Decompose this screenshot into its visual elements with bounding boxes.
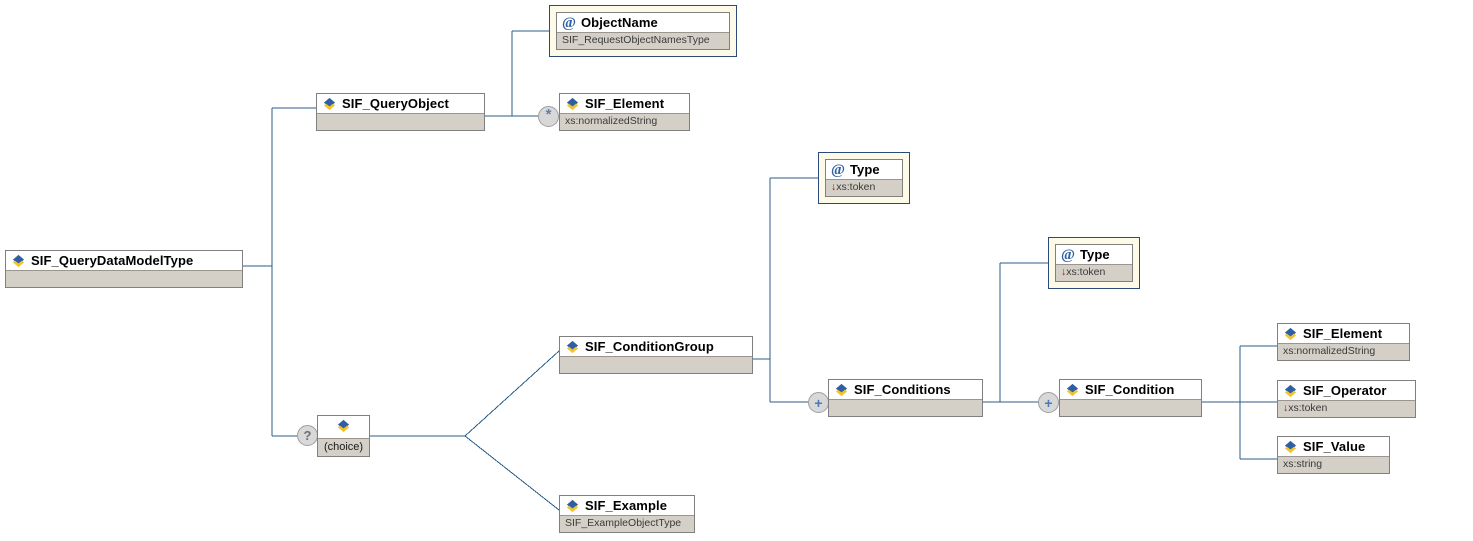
- node-sif-queryobject[interactable]: SIF_QueryObject: [316, 93, 485, 131]
- node-type-conditions-frame[interactable]: @ Type ↓xs:token: [1048, 237, 1140, 289]
- element-icon: [1284, 384, 1297, 397]
- type-text: xs:token: [1066, 266, 1106, 278]
- derived-arrow-icon: ↓: [1061, 266, 1067, 278]
- node-header: SIF_Value: [1278, 437, 1389, 456]
- node-objectname-frame[interactable]: @ ObjectName SIF_RequestObjectNamesType: [549, 5, 737, 57]
- node-type: [6, 270, 242, 287]
- element-icon: [1284, 327, 1297, 340]
- node-label: Type: [1079, 247, 1110, 262]
- node-header: SIF_Operator: [1278, 381, 1415, 400]
- node-type: SIF_RequestObjectNamesType: [557, 32, 729, 49]
- node-label: SIF_QueryObject: [342, 96, 449, 111]
- node-header: SIF_Condition: [1060, 380, 1201, 399]
- node-header: @ ObjectName: [557, 13, 729, 32]
- occurrence-marker-one-or-more: +: [1038, 392, 1059, 413]
- node-sif-querydatamodeltype[interactable]: SIF_QueryDataModelType: [5, 250, 243, 288]
- node-type: SIF_ExampleObjectType: [560, 515, 694, 532]
- type-text: xs:token: [1288, 402, 1328, 414]
- node-type: [317, 113, 484, 130]
- node-header: @ Type: [826, 160, 902, 179]
- node-type-conditions[interactable]: @ Type ↓xs:token: [1055, 244, 1133, 282]
- node-label: SIF_Value: [1303, 439, 1366, 454]
- node-header: SIF_Example: [560, 496, 694, 515]
- node-label: ObjectName: [580, 15, 658, 30]
- node-header: SIF_QueryDataModelType: [6, 251, 242, 270]
- node-sif-conditiongroup[interactable]: SIF_ConditionGroup: [559, 336, 753, 374]
- node-label: SIF_ConditionGroup: [585, 339, 714, 354]
- occurrence-marker-one-or-more: +: [808, 392, 829, 413]
- node-header: SIF_Element: [1278, 324, 1409, 343]
- element-icon: [12, 254, 25, 267]
- node-type: [560, 356, 752, 373]
- occurrence-marker-zero-or-more: *: [538, 106, 559, 127]
- derived-arrow-icon: ↓: [1283, 402, 1289, 414]
- node-label: SIF_Example: [585, 498, 668, 513]
- element-icon: [566, 97, 579, 110]
- node-header: SIF_ConditionGroup: [560, 337, 752, 356]
- node-objectname[interactable]: @ ObjectName SIF_RequestObjectNamesType: [556, 12, 730, 50]
- node-type: xs:string: [1278, 456, 1389, 473]
- element-icon: [835, 383, 848, 396]
- node-type: [1060, 399, 1201, 416]
- node-type: xs:normalizedString: [1278, 343, 1409, 360]
- node-label: SIF_Element: [585, 96, 665, 111]
- at-icon: @: [1061, 246, 1075, 263]
- node-sif-conditions[interactable]: SIF_Conditions: [828, 379, 983, 417]
- node-type: ↓xs:token: [1056, 264, 1132, 281]
- node-type: xs:normalizedString: [560, 113, 689, 130]
- element-icon: [323, 97, 336, 110]
- type-text: xs:token: [836, 181, 876, 193]
- node-label: SIF_Operator: [1303, 383, 1387, 398]
- node-type: ↓xs:token: [826, 179, 902, 196]
- node-type-conditiongroup-frame[interactable]: @ Type ↓xs:token: [818, 152, 910, 204]
- element-icon: [566, 340, 579, 353]
- element-icon: [1284, 440, 1297, 453]
- element-icon: [566, 499, 579, 512]
- node-type: [829, 399, 982, 416]
- node-label: SIF_Condition: [1085, 382, 1175, 397]
- node-sif-value[interactable]: SIF_Value xs:string: [1277, 436, 1390, 474]
- node-choice[interactable]: (choice): [317, 415, 370, 457]
- node-sif-element-condition[interactable]: SIF_Element xs:normalizedString: [1277, 323, 1410, 361]
- node-label: SIF_QueryDataModelType: [31, 253, 194, 268]
- at-icon: @: [831, 161, 845, 178]
- occurrence-marker-optional: ?: [297, 425, 318, 446]
- node-sif-operator[interactable]: SIF_Operator ↓xs:token: [1277, 380, 1416, 418]
- element-icon: [1066, 383, 1079, 396]
- node-label: SIF_Element: [1303, 326, 1383, 341]
- node-header: SIF_Conditions: [829, 380, 982, 399]
- node-type: ↓xs:token: [1278, 400, 1415, 417]
- node-sif-condition[interactable]: SIF_Condition: [1059, 379, 1202, 417]
- node-sif-example[interactable]: SIF_Example SIF_ExampleObjectType: [559, 495, 695, 533]
- element-icon: [337, 419, 350, 433]
- node-header: SIF_QueryObject: [317, 94, 484, 113]
- node-label: Type: [849, 162, 880, 177]
- node-header: @ Type: [1056, 245, 1132, 264]
- node-type-conditiongroup[interactable]: @ Type ↓xs:token: [825, 159, 903, 197]
- node-header: SIF_Element: [560, 94, 689, 113]
- choice-icon-slot: [318, 416, 369, 438]
- at-icon: @: [562, 14, 576, 31]
- node-sif-element-query[interactable]: SIF_Element xs:normalizedString: [559, 93, 690, 131]
- node-label: SIF_Conditions: [854, 382, 951, 397]
- derived-arrow-icon: ↓: [831, 181, 837, 193]
- choice-label: (choice): [318, 438, 369, 456]
